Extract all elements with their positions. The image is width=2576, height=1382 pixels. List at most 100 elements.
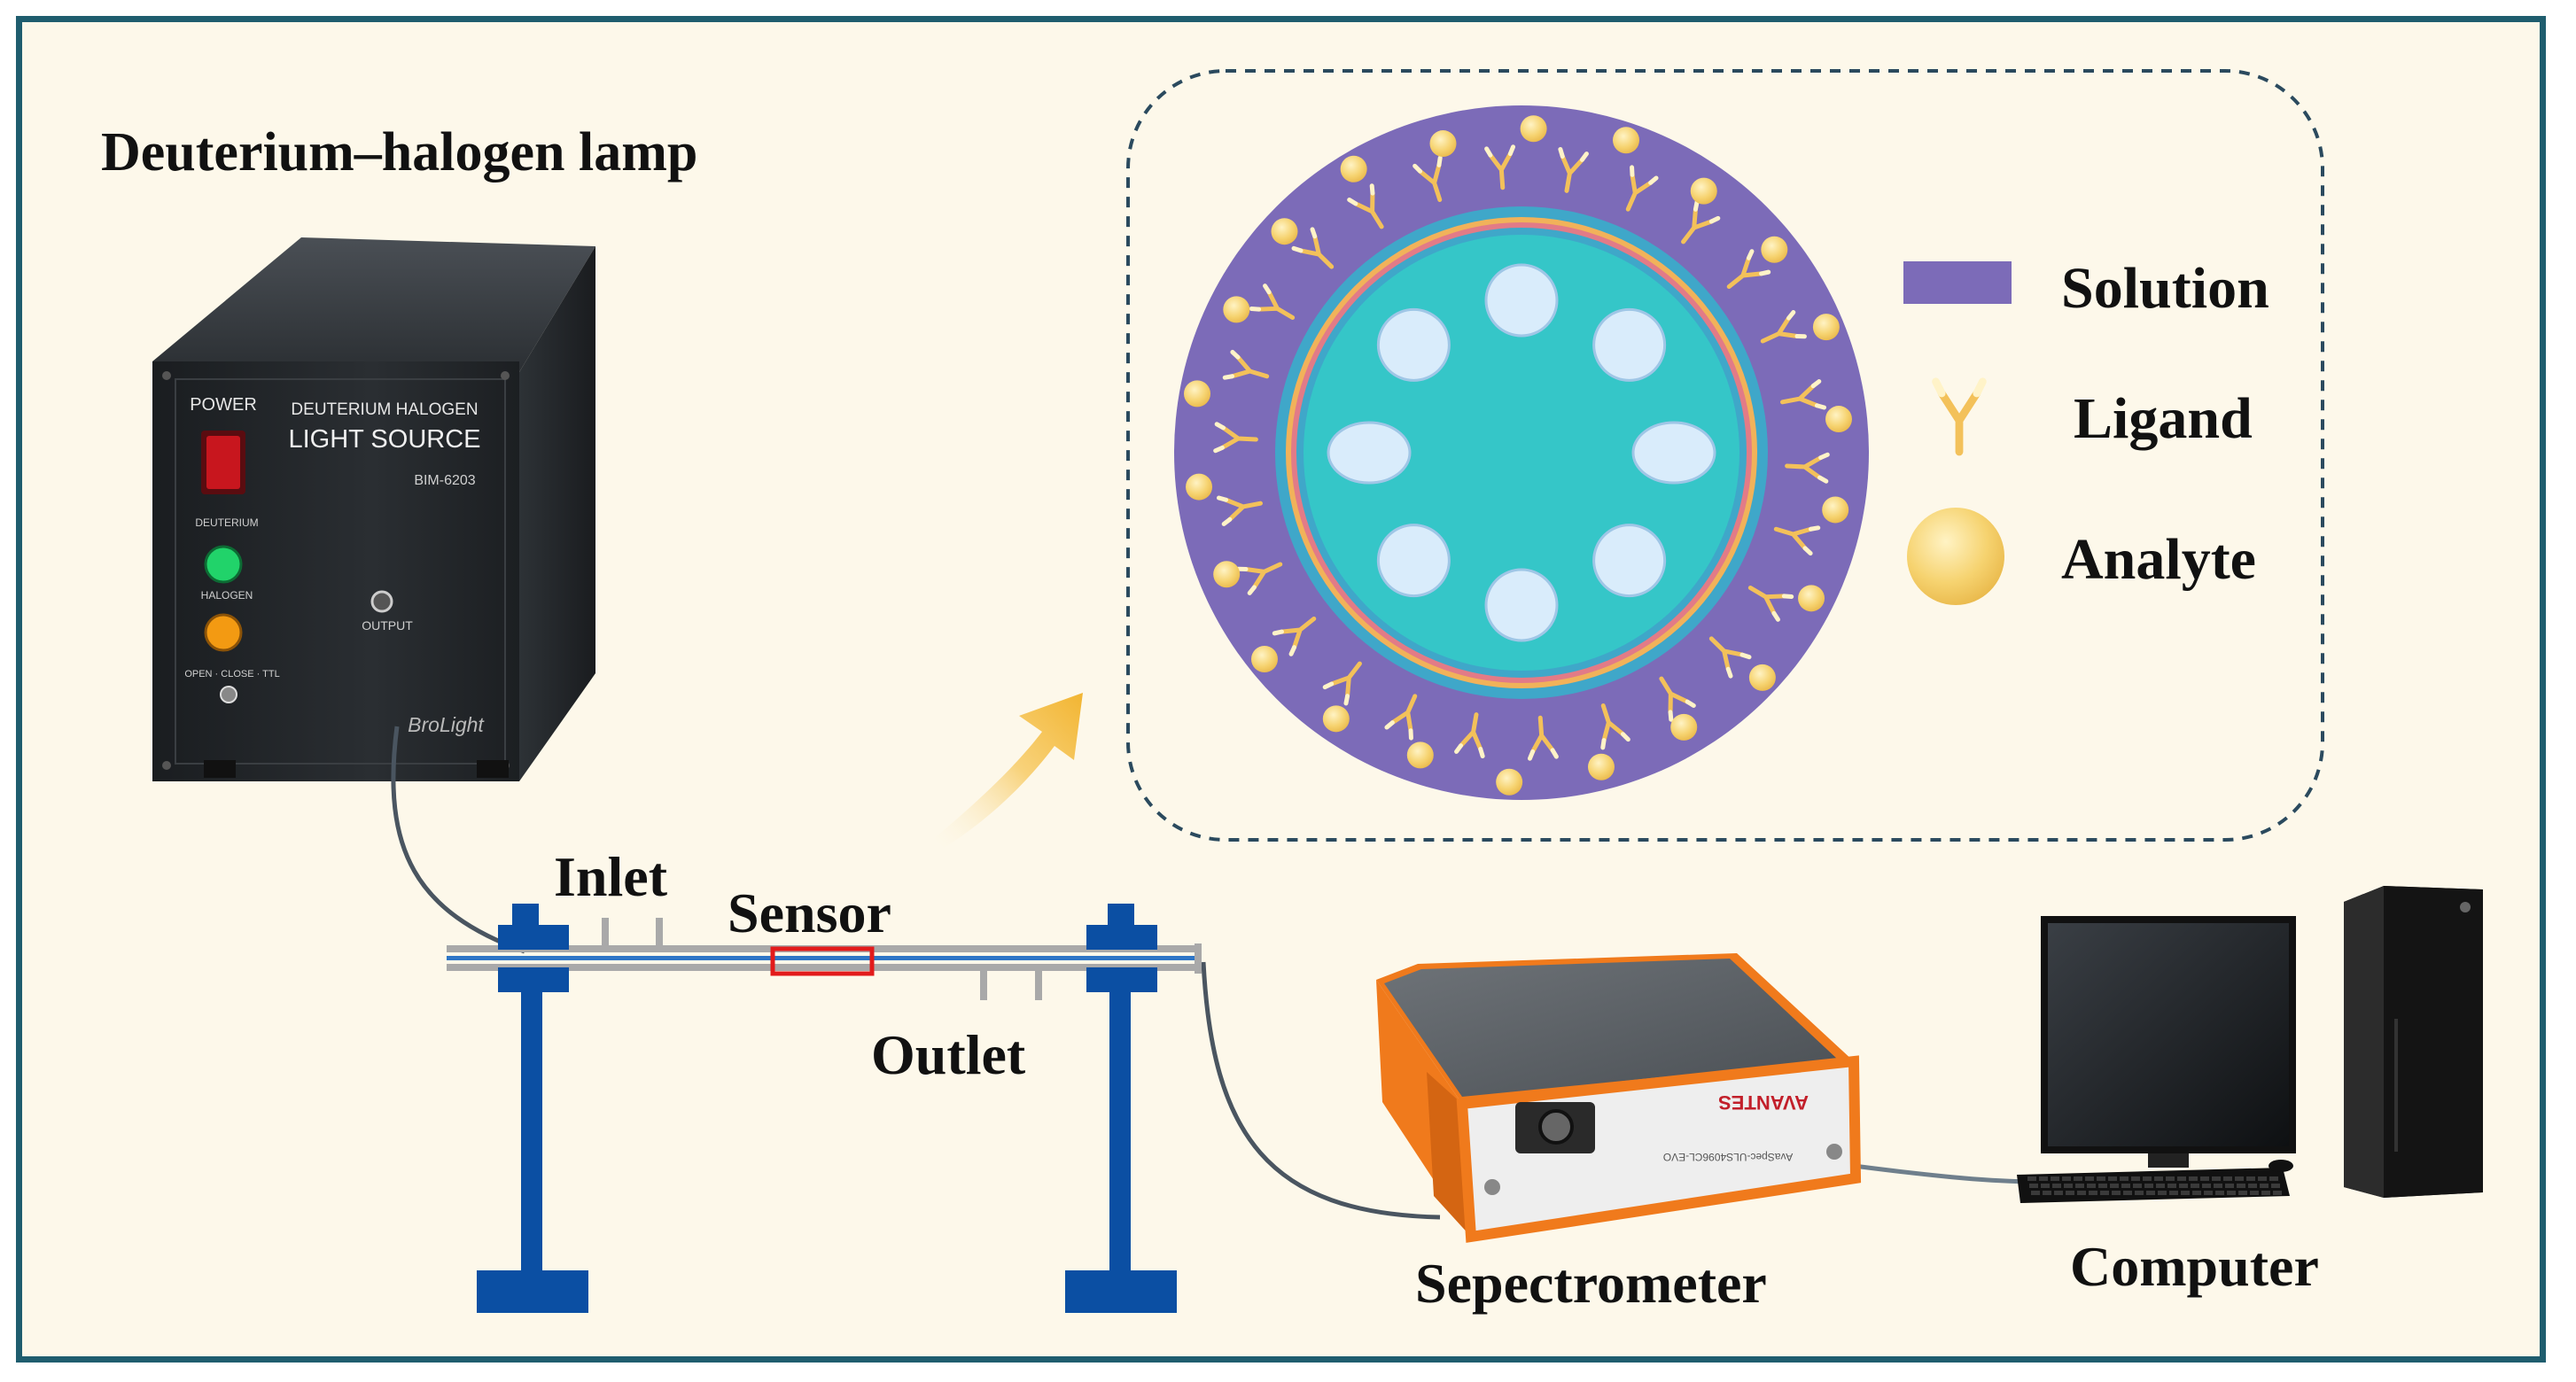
left-stand	[477, 904, 588, 1313]
analyte-icon	[1322, 705, 1350, 733]
keyboard-key	[2191, 1184, 2199, 1188]
analyte-icon	[1429, 130, 1457, 158]
deuterium-indicator-icon	[204, 545, 243, 584]
keyboard-key	[2051, 1176, 2059, 1181]
analyte-icon	[1748, 664, 1776, 691]
mouse	[2269, 1160, 2293, 1172]
keyboard-key	[2214, 1184, 2222, 1188]
flow-cell	[447, 918, 1202, 1000]
inlet-label: Inlet	[554, 845, 667, 908]
keyboard-key	[2271, 1184, 2280, 1188]
keyboard-key	[2261, 1191, 2270, 1195]
keyboard-key	[2166, 1176, 2175, 1181]
keyboard-key	[2108, 1176, 2117, 1181]
analyte-icon	[1184, 380, 1211, 408]
monitor-screen	[2048, 923, 2289, 1146]
keyboard-key	[2144, 1184, 2153, 1188]
keyboard-key	[2192, 1191, 2201, 1195]
analyte-legend-icon	[1907, 508, 2004, 605]
keyboard-key	[2074, 1176, 2082, 1181]
keyboard-key	[2098, 1184, 2107, 1188]
lamp-label: Deuterium–halogen lamp	[101, 122, 698, 182]
sensor-region	[770, 946, 875, 976]
analyte-icon	[1406, 741, 1434, 769]
keyboard-key	[2258, 1176, 2267, 1181]
analyte-icon	[1798, 585, 1825, 612]
air-holes	[1327, 263, 1716, 642]
keyboard-key	[2246, 1176, 2255, 1181]
avantes-logo: AVANTES	[1718, 1091, 1809, 1114]
keyboard-key	[2143, 1176, 2152, 1181]
ttl-connector-icon	[220, 686, 237, 703]
keyboard-key	[2169, 1191, 2178, 1195]
air-hole	[1327, 421, 1412, 485]
keyboard-key	[2064, 1184, 2073, 1188]
keyboard-key	[2054, 1191, 2063, 1195]
usb-cable	[1853, 1163, 2041, 1184]
zoom-arrow-icon	[932, 693, 1083, 849]
analyte-icon	[1822, 496, 1849, 524]
keyboard-key	[2181, 1191, 2190, 1195]
keyboard-key	[2223, 1176, 2232, 1181]
keyboard-key	[2087, 1184, 2096, 1188]
keyboard-key	[2238, 1191, 2247, 1195]
keyboard-key	[2077, 1191, 2086, 1195]
legend-analyte-label: Analyte	[2061, 527, 2256, 592]
brolight-logo: BroLight	[408, 713, 485, 736]
solution-swatch-icon	[1903, 261, 2012, 304]
lamp-model: BIM-6203	[414, 473, 475, 488]
spectrometer-model: AvaSpec-ULS4096CL-EVO	[1663, 1151, 1794, 1163]
ligand-legend-icon	[1936, 382, 1983, 452]
analyte-icon	[1496, 768, 1523, 796]
keyboard-key	[2120, 1176, 2129, 1181]
keyboard-key	[2227, 1191, 2236, 1195]
keyboard-key	[2202, 1184, 2211, 1188]
analyte-icon	[1670, 713, 1698, 741]
air-hole	[1376, 307, 1451, 382]
power-switch	[206, 436, 240, 489]
keyboard-key	[2075, 1184, 2084, 1188]
keyboard-key	[2273, 1191, 2282, 1195]
analyte-icon	[1587, 753, 1615, 780]
outlet-port-right	[1035, 967, 1042, 1000]
tower-power-icon	[2460, 902, 2471, 912]
analyte-icon	[1825, 406, 1852, 433]
halogen-indicator-icon	[204, 613, 243, 652]
keyboard-key	[2097, 1176, 2105, 1181]
fiber-core	[447, 956, 1202, 960]
keyboard-key	[2158, 1191, 2167, 1195]
keyboard-key	[2133, 1184, 2142, 1188]
tube-lower-wall	[447, 964, 1202, 971]
keyboard-key	[2085, 1176, 2094, 1181]
keyboard-key	[2146, 1191, 2155, 1195]
analyte-icon	[1223, 296, 1250, 323]
inlet-port-left	[602, 918, 609, 949]
keyboard-key	[2179, 1184, 2188, 1188]
keyboard-key	[2052, 1184, 2061, 1188]
keyboard-key	[2027, 1176, 2036, 1181]
keyboard-key	[2204, 1191, 2213, 1195]
keyboard-key	[2212, 1176, 2221, 1181]
air-hole	[1592, 307, 1667, 382]
analyte-icon	[1213, 561, 1241, 588]
analyte-icon	[1250, 645, 1278, 672]
keyboard-key	[2260, 1184, 2269, 1188]
outlet-port-left	[980, 967, 987, 1000]
lamp-side	[519, 246, 595, 781]
keyboard-key	[2215, 1191, 2224, 1195]
keyboard-key	[2043, 1191, 2051, 1195]
computer-label: Computer	[2070, 1235, 2319, 1298]
keyboard-key	[2135, 1191, 2144, 1195]
spectrometer-label: Sepectrometer	[1415, 1252, 1767, 1315]
keyboard-key	[2121, 1184, 2130, 1188]
sensor-label: Sensor	[728, 881, 891, 944]
keyboard-key	[2250, 1191, 2259, 1195]
keyboard-key	[2100, 1191, 2109, 1195]
keyboard-key	[2225, 1184, 2234, 1188]
air-hole	[1631, 421, 1716, 485]
keyboard-key	[2089, 1191, 2097, 1195]
lamp-title-line1: DEUTERIUM HALOGEN	[291, 400, 478, 419]
analyte-icon	[1520, 115, 1547, 143]
output-label: OUTPUT	[362, 618, 413, 633]
